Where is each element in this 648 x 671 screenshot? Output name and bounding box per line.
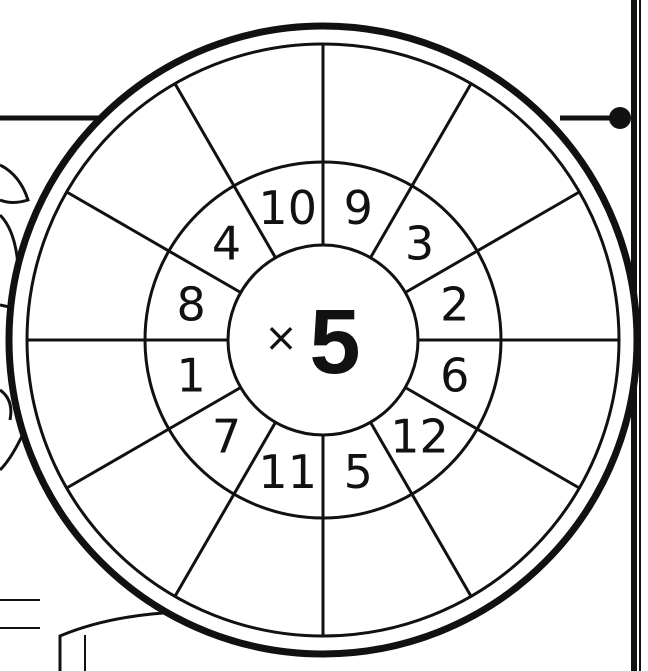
multiplier-number: 10 — [258, 181, 317, 235]
frame-knob-dot — [609, 107, 631, 129]
multiplier-number: 7 — [212, 410, 241, 464]
factor-number: 5 — [309, 291, 360, 393]
multiplier-number: 12 — [390, 410, 449, 464]
multiplier-number: 11 — [258, 445, 317, 499]
multiplier-number: 9 — [344, 181, 373, 235]
multiplier-number: 5 — [344, 445, 373, 499]
multiply-operator: × — [264, 315, 298, 361]
multiplier-number: 4 — [212, 217, 241, 271]
multiplier-number: 6 — [440, 348, 469, 402]
multiplier-number: 1 — [177, 348, 206, 402]
multiplier-number: 8 — [177, 278, 206, 332]
multiplier-number: 3 — [405, 217, 434, 271]
multiplier-number: 2 — [440, 278, 469, 332]
